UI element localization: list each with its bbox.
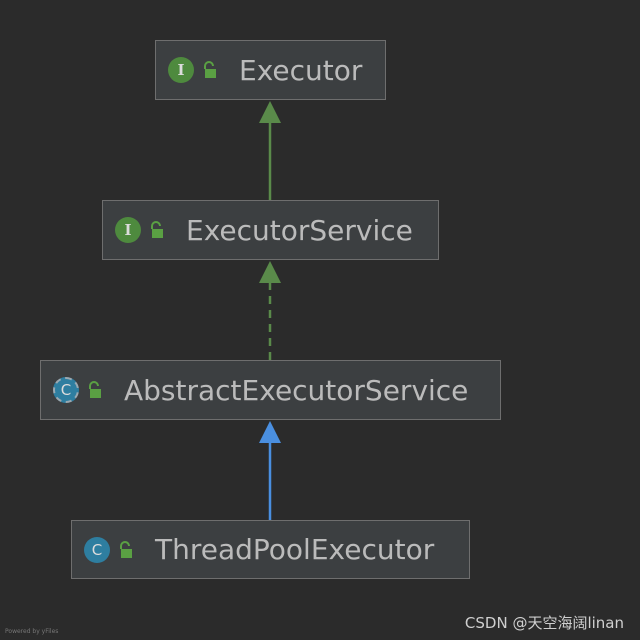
- node-label: AbstractExecutorService: [124, 373, 469, 407]
- node-executor[interactable]: I Executor: [155, 40, 386, 100]
- class-icon: C: [84, 536, 110, 563]
- unlocked-public-icon: [204, 61, 216, 78]
- unlocked-public-icon: [120, 540, 132, 558]
- node-executor-service[interactable]: I ExecutorService: [102, 200, 439, 260]
- arrowhead-executor: [259, 101, 281, 123]
- arrowhead-abstractexecutorservice: [259, 421, 281, 443]
- watermark: CSDN @天空海阔linan: [464, 614, 624, 632]
- powered-by-text: Powered by yFiles: [5, 628, 59, 635]
- node-abstract-executor-service[interactable]: C AbstractExecutorService: [40, 360, 501, 420]
- interface-icon: I: [168, 57, 194, 83]
- node-label: ThreadPoolExecutor: [155, 533, 435, 566]
- node-label: Executor: [239, 53, 363, 87]
- unlocked-public-icon: [151, 221, 163, 238]
- abstract-class-icon: C: [53, 377, 79, 403]
- node-label: ExecutorService: [186, 213, 413, 247]
- node-thread-pool-executor[interactable]: C ThreadPoolExecutor: [71, 520, 470, 579]
- interface-icon: I: [115, 217, 141, 243]
- arrowhead-executorservice: [259, 261, 281, 283]
- unlocked-public-icon: [89, 381, 101, 398]
